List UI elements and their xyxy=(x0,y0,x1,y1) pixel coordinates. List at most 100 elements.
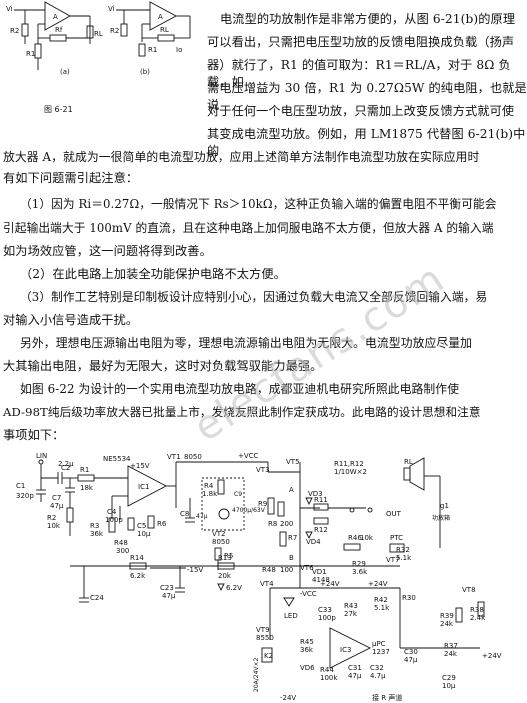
schematic-label: 4700μ/63V xyxy=(232,507,266,514)
schematic-label: C29 xyxy=(442,674,456,682)
schematic-label: R11,R12 xyxy=(334,460,364,468)
schematic-label: C1 xyxy=(16,482,25,490)
right-servo: VT8 R39 24k R38 2.4k R37 24k C30 47μ +24… xyxy=(399,586,502,690)
schematic-label: R38 xyxy=(470,606,484,614)
schematic-label: +15V xyxy=(130,462,150,470)
schematic-label: 4.7μ xyxy=(370,672,386,680)
schematic-label: VD1 xyxy=(312,568,327,576)
schematic-label: R6 xyxy=(157,520,167,528)
schematic-label: R4 xyxy=(204,482,214,490)
schematic-label: -15V xyxy=(187,566,203,574)
schematic-label: C7 xyxy=(52,494,61,502)
schematic-label: C9 xyxy=(234,491,242,498)
schematic-label: 27k xyxy=(344,610,358,618)
text-line: 如为场效应管，这一问题将得到改善。 xyxy=(3,244,212,258)
ic3-servo: +24V +24V LED C33 100p R43 27k R42 5.1k … xyxy=(253,580,402,702)
schematic-label: 2.4k xyxy=(470,614,486,622)
text-line: （1）因为 Ri＝0.27Ω，一般情况下 Rs＞10kΩ，这种正负输入端的偏置电… xyxy=(20,197,497,211)
schematic-label: R13 xyxy=(218,554,232,562)
schematic-label: VT3 xyxy=(256,466,270,474)
schematic-label: 100 xyxy=(280,566,293,574)
schematic-label: VT7 xyxy=(386,556,400,564)
schematic-label: 200 xyxy=(280,520,293,528)
driver-stage: VT1 8050 R4 1.8k C8 47μ C9 4700μ/63V VT2… xyxy=(150,453,268,574)
schematic-label: 1.8k xyxy=(202,490,218,498)
schematic-label: 8050 xyxy=(184,453,202,461)
protection-circuit: R46 10k PTC VD1 4148 R29 3.6k VT7 R32 5.… xyxy=(312,534,416,602)
schematic-label: 10μ xyxy=(442,682,456,690)
schematic-label: VT6 xyxy=(300,564,314,572)
schematic-label: IC3 xyxy=(340,646,351,654)
sub-b: (b) xyxy=(140,68,150,76)
schematic-label: R48 xyxy=(114,539,128,547)
schematic-label: A xyxy=(289,486,294,494)
schematic-label: R9 xyxy=(258,500,267,508)
schematic-label: 10k xyxy=(360,534,374,542)
text-line: 另外，理想电压源输出电阻为零，理想电流源输出电阻为无限大。电流型功放应尽量加 xyxy=(20,336,473,350)
schematic-label: 47μ xyxy=(50,502,64,510)
schematic-label: K2 xyxy=(264,652,273,660)
schematic-label: μPC xyxy=(372,640,386,648)
feedback-network: C24 R14 6.2k R13 20k C23 47μ 6.2V R48 10… xyxy=(70,554,400,603)
text-line: 器）就行了，R1 的值可取为：R1＝RL/A，对于 8Ω 负载，如 xyxy=(207,58,511,90)
label-rf-a: Rf xyxy=(55,26,63,34)
schematic-label: 18k xyxy=(80,484,94,492)
schematic-label: VT9 xyxy=(256,626,270,634)
schematic-label: LED xyxy=(284,612,298,620)
text-line: 事项如下： xyxy=(3,428,65,442)
schematic-label: VT5 xyxy=(286,458,300,466)
schematic-label: R29 xyxy=(352,560,366,568)
schematic-label: g1 xyxy=(440,502,449,510)
label-rl-a: RL xyxy=(94,30,103,38)
schematic-label: PTC xyxy=(390,534,403,542)
schematic-label: R14 xyxy=(130,554,144,562)
label-r2-b: R2 xyxy=(110,27,119,35)
schematic-label: LIN xyxy=(36,452,47,460)
schematic-label: RL xyxy=(404,458,413,466)
schematic-label: R32 xyxy=(396,546,410,554)
schematic-label: C33 xyxy=(318,606,332,614)
label-a-b: A xyxy=(158,13,163,21)
schematic-label: 47μ xyxy=(196,513,208,520)
schematic-label: C4 xyxy=(107,508,117,516)
label-io-b: Io xyxy=(176,46,182,54)
schematic-label: 10μ xyxy=(137,530,151,538)
schematic-label: C24 xyxy=(90,594,104,602)
label-vi-b: Vi xyxy=(108,5,115,13)
schematic-label: 47μ xyxy=(348,672,362,680)
schematic-label: R48 xyxy=(262,566,276,574)
label-r2-a: R2 xyxy=(10,27,19,35)
label-a-a: A xyxy=(53,13,58,21)
schematic-label: VT4 xyxy=(260,580,274,588)
schematic-label: 24k xyxy=(444,650,458,658)
schematic-label: +24V xyxy=(320,580,340,588)
text-line: 需电压增益为 30 倍，R1 为 0.27Ω5W 的纯电阻，也就是说 xyxy=(207,81,527,113)
schematic-label: +24V xyxy=(482,652,502,660)
schematic-label: C32 xyxy=(370,664,384,672)
schematic-label: VT8 xyxy=(462,586,476,594)
schematic-label: +VCC xyxy=(238,452,259,460)
schematic-label: 100p xyxy=(105,516,123,524)
text-line: 如图 6-22 为设计的一个实用电流型功放电路，成都亚迪机电研究所照此电路制作使 xyxy=(20,382,460,396)
schematic-label: R44 xyxy=(320,666,334,674)
schematic-label: 1237 xyxy=(372,648,390,656)
text-line: AD-98T纯后级功率放大器已批量上市，发烧友照此制作定获成功。此电路的设计思想… xyxy=(3,405,481,419)
output-stage: +VCC VT3 VT5 A B R9 R8 200 R7 VD3 VD4 VT… xyxy=(238,452,450,598)
schematic-label: C8 xyxy=(180,510,189,518)
schematic-label: 6.2k xyxy=(130,572,146,580)
schematic-label: +24V xyxy=(368,580,388,588)
text-line: 大其输出电阻，最好为无限大，这时对负载驾驭能力最强。 xyxy=(3,359,323,373)
schematic-label: R46 xyxy=(348,534,362,542)
schematic-label: 100k xyxy=(320,674,338,682)
schematic-label: R12 xyxy=(314,526,328,534)
label-vi-a: Vi xyxy=(6,5,13,13)
schematic-label: 320p xyxy=(16,492,34,500)
schematic-label: R2 xyxy=(47,514,56,522)
schematic-label: R3 xyxy=(90,522,99,530)
schematic-label: -VCC xyxy=(300,590,317,598)
schematic-label: 36k xyxy=(90,530,104,538)
text-line: 其变成电流型功放。例如，用 LM1875 代替图 6-21(b)中的 xyxy=(207,127,526,159)
schematic-label: 100p xyxy=(318,614,336,622)
label-rl-b: RL xyxy=(160,26,169,34)
watermark: elecfans.com xyxy=(185,254,454,452)
